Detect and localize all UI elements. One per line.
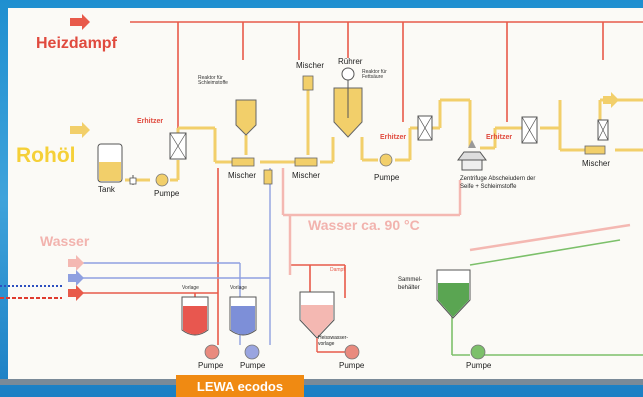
pump-label-2: Pumpe: [374, 173, 400, 182]
dampf-label: Dampf: [330, 267, 345, 273]
hot-water-tank: [299, 291, 335, 339]
ruehrer-label: Rührer: [338, 57, 363, 66]
pump-icons: [155, 153, 393, 187]
water-lines: [281, 168, 631, 275]
wasser-temp-label: Wasser ca. 90 °C: [308, 217, 420, 233]
wasser-label: Wasser: [40, 233, 90, 249]
stirrer-motor-icon: [341, 67, 355, 81]
tank-vessel: [97, 143, 123, 183]
oil-lines: [125, 90, 643, 182]
heater-label-3: Erhitzer: [486, 134, 513, 141]
footer-badge: LEWA ecodos: [176, 375, 304, 397]
footer-bar: [0, 379, 643, 385]
mixer-label-3: Mischer: [296, 61, 325, 70]
steam-lines: [80, 21, 643, 345]
tank-label: Tank: [98, 185, 115, 194]
mixer-label-2: Mischer: [292, 171, 321, 180]
reactor-schleimstoffe-label: Reaktor für Schleimstoffe: [198, 75, 228, 86]
pump-label-6: Pumpe: [466, 361, 492, 370]
centrifuge-icon: [457, 140, 487, 171]
vorlage-red-tank: [181, 296, 209, 336]
valve-icon: [129, 177, 137, 185]
vorlage-label-1: Vorlage: [182, 285, 199, 291]
green-lines: [451, 239, 643, 356]
pump-icons-bottom: [204, 344, 486, 360]
sammelbehaelter-label: Sammel- behälter: [398, 277, 423, 291]
mixer-icons: [231, 75, 606, 185]
heisswasservorlage-label: Heisswasser- vorlage: [318, 335, 349, 347]
centrifuge-label: Zentrifuge Abscheiudern der Seife + Schl…: [460, 176, 536, 190]
vorlage-blue-tank: [229, 296, 257, 336]
pump-label-1: Pumpe: [154, 189, 180, 198]
reactor-schleimstoffe: [235, 99, 257, 136]
heater-cross-lines: [169, 115, 609, 160]
rohoel-label: Rohöl: [16, 144, 76, 167]
blue-lines: [80, 168, 271, 345]
pump-label-3: Pumpe: [198, 361, 224, 370]
pump-icon: [344, 344, 360, 360]
arrow-icons: [68, 14, 619, 301]
heater-label-2: Erhitzer: [380, 134, 407, 141]
heater-label-1: Erhitzer: [137, 118, 164, 125]
vorlage-label-2: Vorlage: [230, 285, 247, 291]
reactor-fettsaeure-label: Reaktor für Fettsäure: [362, 69, 387, 80]
pump-label-4: Pumpe: [240, 361, 266, 370]
mixer-label-1: Mischer: [228, 171, 257, 180]
pump-label-5: Pumpe: [339, 361, 365, 370]
heizdampf-label: Heizdampf: [36, 35, 117, 52]
collection-tank: [436, 269, 471, 319]
mixer-label-4: Mischer: [582, 159, 611, 168]
